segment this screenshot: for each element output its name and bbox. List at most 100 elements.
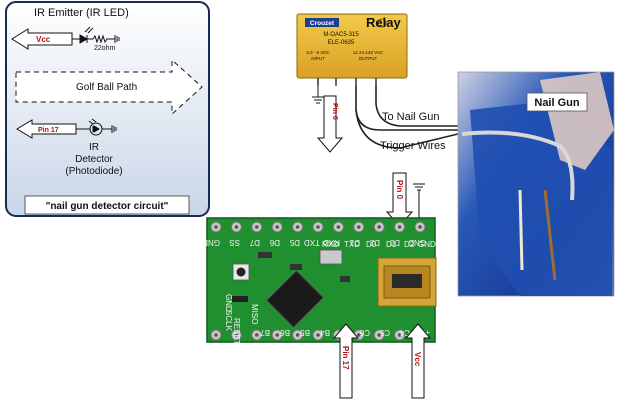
golf-ball-path-label: Golf Ball Path <box>76 82 137 93</box>
nail-gun-photo: Nail Gun <box>457 71 615 297</box>
pin0-board-label: Pin 0 <box>395 180 404 200</box>
header-pin-hole <box>254 333 259 337</box>
header-pin-hole <box>377 333 382 337</box>
ir-led-symbol <box>72 26 94 44</box>
smd-component <box>340 276 350 282</box>
header-pin-hole <box>316 225 320 229</box>
header-pin-hole <box>214 225 218 229</box>
teensy-board: GND SS D7 D6 D5 TXD RXD D1 D2 D3 GND RXD… <box>202 217 437 345</box>
header-pin-hole <box>275 333 280 337</box>
header-pin-hole <box>336 225 341 229</box>
pin0-arrow-down: Pin 0 <box>316 95 344 153</box>
board-ground-symbol <box>413 183 425 222</box>
emitter-label: IR Emitter (IR LED) <box>34 7 129 19</box>
detector-label-photodiode: (Photodiode) <box>65 166 122 177</box>
top-right-label: RXD <box>322 240 339 249</box>
pin17-arrow-label: Pin 17 <box>341 346 350 370</box>
side-label: SCLK <box>224 310 233 332</box>
smd-component <box>258 252 272 258</box>
trigger-wires <box>355 86 463 149</box>
header-pin-hole <box>254 225 259 229</box>
bottom-pin-label: C5 <box>379 328 390 337</box>
header-pin-hole <box>295 333 300 337</box>
header-pin-hole <box>275 225 280 229</box>
bottom-pin-label: C6 <box>359 328 370 337</box>
header-pin-hole <box>234 333 239 337</box>
resistor-symbol <box>92 34 120 44</box>
top-right-label: TXD <box>344 240 360 249</box>
bottom-pin-label: B4 <box>320 328 330 337</box>
relay-brand: Crouzet <box>310 20 335 27</box>
top-pin-label: D3 <box>389 238 400 247</box>
top-pin-label: D5 <box>289 238 300 247</box>
bottom-pin-label: RESET <box>232 318 241 345</box>
usb-connector <box>377 257 437 307</box>
pin0-arrow-label: Pin 0 <box>331 103 338 120</box>
golf-ball-path-arrow <box>15 58 203 116</box>
top-pin-label: D6 <box>269 238 280 247</box>
vcc-arrow-up: Vcc <box>404 323 432 399</box>
vcc-label: Vcc <box>36 35 51 44</box>
relay-output-spec: 14 24-140 VAC <box>353 50 384 55</box>
circuit-caption: "nail gun detector circuit" <box>46 201 169 212</box>
relay-input-spec: 3.0 - 8 VDC <box>306 50 330 55</box>
top-pin-label: D7 <box>249 238 260 247</box>
relay-brand-badge <box>305 18 339 27</box>
circuit-panel-box <box>5 1 210 217</box>
pin17-label: Pin 17 <box>38 127 59 134</box>
smd-resistor <box>232 296 248 302</box>
relay-title: Relay <box>366 15 401 30</box>
top-pin-label: D2 <box>369 238 380 247</box>
relay-body <box>296 13 408 79</box>
relay-output-word: OUTPUT <box>359 56 378 61</box>
top-pin-label: GND <box>408 238 426 247</box>
header-pin-hole <box>316 333 320 337</box>
detector-label-ir: IR <box>89 142 99 153</box>
relay: Crouzet M-OAC5-315 ELE-0635 3.0 - 8 VDC … <box>296 13 408 86</box>
smd-component <box>290 264 302 270</box>
nail-gun-label-box <box>526 92 588 112</box>
bottom-pin-label: C4 <box>399 328 410 337</box>
side-labels: GND MISO SCLK <box>224 294 259 332</box>
relay-cert-mark <box>377 18 387 28</box>
top-pin-labels: GND SS D7 D6 D5 TXD RXD D1 D2 D3 GND <box>202 238 426 247</box>
top-pin-label: GND <box>202 238 220 247</box>
top-right-label: D1 <box>386 240 397 249</box>
top-pin-label: SS <box>229 238 240 247</box>
reset-button <box>232 263 250 281</box>
side-label: MISO <box>250 304 259 324</box>
microcontroller-chip <box>266 270 324 328</box>
nail-gun-wire-a <box>518 189 524 271</box>
detector-label-detector: Detector <box>75 154 113 165</box>
header-pin-hole <box>234 225 239 229</box>
relay-model-2: ELE-0635 <box>328 40 355 46</box>
top-pin-label: RXD <box>323 238 340 247</box>
side-label: GND <box>224 294 233 312</box>
crystal-oscillator <box>319 249 343 265</box>
bottom-pin-label: B7 <box>260 328 270 337</box>
bottom-pin-label: B6 <box>280 328 290 337</box>
to-nail-gun-label: To Nail Gun <box>382 111 439 123</box>
header-pin-hole <box>397 225 402 229</box>
relay-ground-symbol <box>312 86 324 104</box>
relay-input-word: INPUT <box>311 56 325 61</box>
circuit-panel: IR Emitter (IR LED) Vcc 22ohm Golf Ball … <box>5 1 210 217</box>
trigger-wires-label: Trigger Wires <box>380 140 446 152</box>
header-pin-hole <box>418 225 422 229</box>
pin17-arrow-up: Pin 17 <box>332 323 360 399</box>
header-pin-hole <box>377 225 382 229</box>
bottom-pin-label: B5 <box>300 328 310 337</box>
header-pin-hole <box>357 333 361 337</box>
nail-gun-label: Nail Gun <box>534 97 580 109</box>
header-pin-hole <box>295 225 300 229</box>
photodiode-symbol <box>76 118 117 136</box>
header-pin-hole <box>397 333 402 337</box>
relay-model-1: M-OAC5-315 <box>323 32 359 38</box>
top-right-label: D2 <box>404 240 415 249</box>
top-right-label: D0 <box>366 240 377 249</box>
nail-gun-wire-b <box>543 189 557 281</box>
top-pin-row <box>210 221 426 233</box>
resistor-label: 22ohm <box>94 45 116 52</box>
header-pin-hole <box>357 225 361 229</box>
